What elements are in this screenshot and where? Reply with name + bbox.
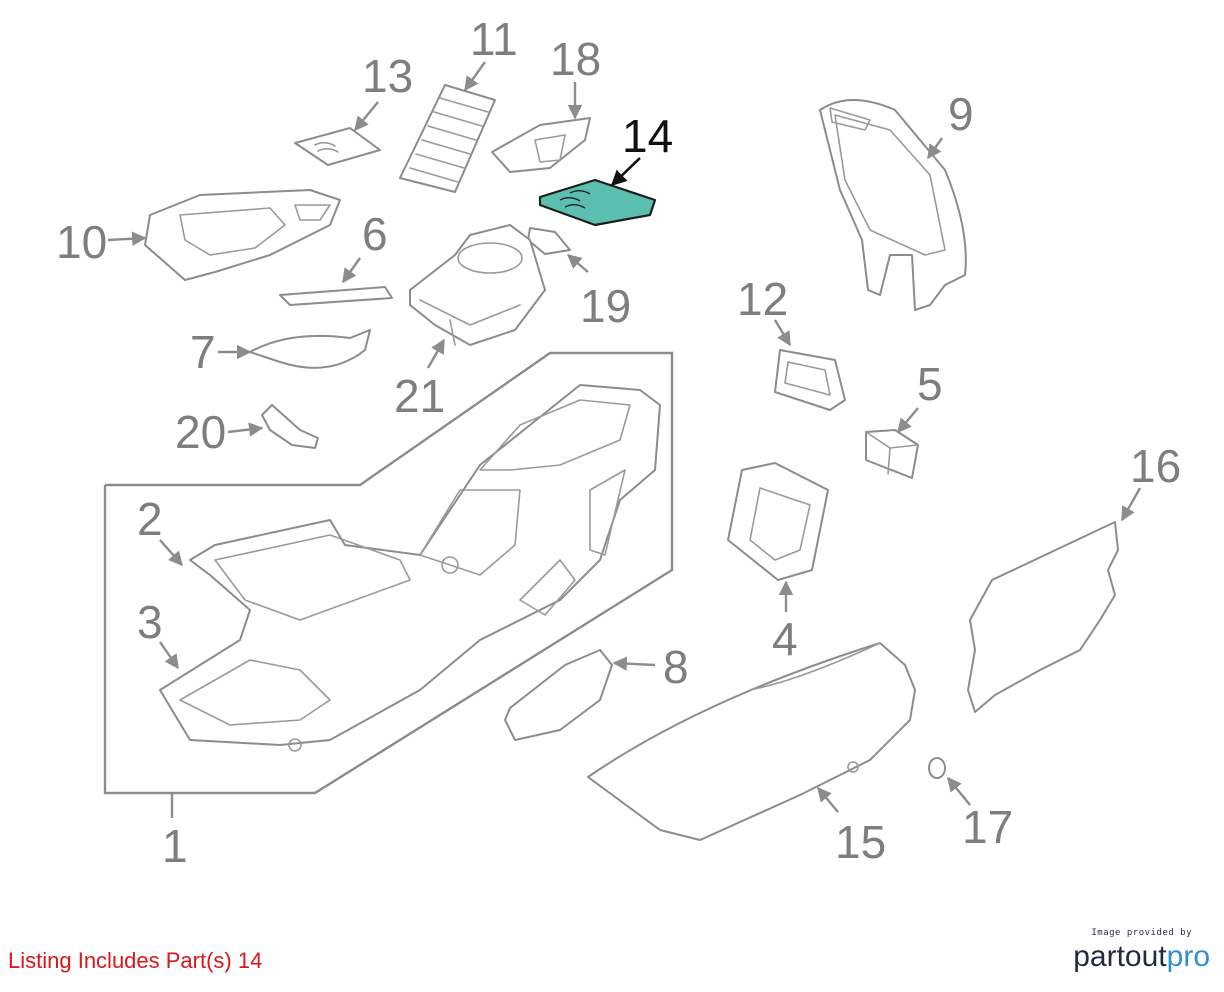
callout-19: 19 [580, 280, 631, 332]
part-4-pocket [727, 462, 829, 581]
callout-1: 1 [162, 820, 188, 872]
part-7-cup [249, 329, 371, 369]
callout-21: 21 [394, 370, 445, 422]
part-6-trim [279, 286, 393, 306]
assembly-bracket [103, 351, 674, 818]
callout-10: 10 [56, 216, 107, 268]
image-credit-caption: Image provided by [1091, 928, 1192, 938]
callout-9: 9 [948, 88, 974, 140]
callout-20: 20 [175, 406, 226, 458]
callout-8: 8 [663, 641, 689, 693]
listing-includes-label: Listing Includes Part(s) 14 [8, 948, 263, 973]
part-13-pad [294, 127, 381, 166]
callout-2: 2 [137, 493, 163, 545]
callout-14-highlighted: 14 [622, 110, 673, 162]
logo-text-pro: pro [1166, 940, 1210, 973]
callout-5: 5 [917, 358, 943, 410]
part-9-armrest [819, 99, 967, 311]
part-19-clip [527, 227, 571, 255]
part-14-highlighted-pad [538, 178, 657, 227]
logo-text-partout: partout [1073, 940, 1167, 973]
part-21-shifter [409, 224, 546, 346]
part-11-grille [399, 84, 496, 193]
part-5-block [865, 429, 919, 479]
callout-7: 7 [190, 326, 216, 378]
callout-16: 16 [1130, 440, 1181, 492]
callout-4: 4 [772, 613, 798, 665]
part-10-bezel [144, 189, 341, 281]
callout-numbers: 1 2 3 4 5 6 7 8 9 10 11 12 13 14 15 16 1… [56, 13, 1181, 872]
part-16-side-panel [967, 521, 1119, 713]
callout-3: 3 [137, 596, 163, 648]
console-base-part [159, 384, 661, 752]
part-15-lower-panel [587, 642, 916, 841]
callout-12: 12 [737, 273, 788, 325]
callout-11: 11 [470, 13, 518, 65]
callout-18: 18 [550, 33, 601, 85]
part-18-cover [491, 117, 591, 173]
callout-13: 13 [362, 50, 413, 102]
part-17-clip [928, 757, 946, 779]
image-credit: Image provided by partoutpro [1040, 928, 1210, 974]
leader-lines [107, 61, 1142, 813]
callout-17: 17 [962, 801, 1013, 853]
part-12-vent [774, 349, 846, 411]
partoutpro-logo: partoutpro [1040, 940, 1210, 974]
callout-6: 6 [362, 208, 388, 260]
part-20-bracket [261, 404, 319, 449]
callout-15: 15 [835, 816, 886, 868]
part-8-trim [504, 649, 613, 741]
